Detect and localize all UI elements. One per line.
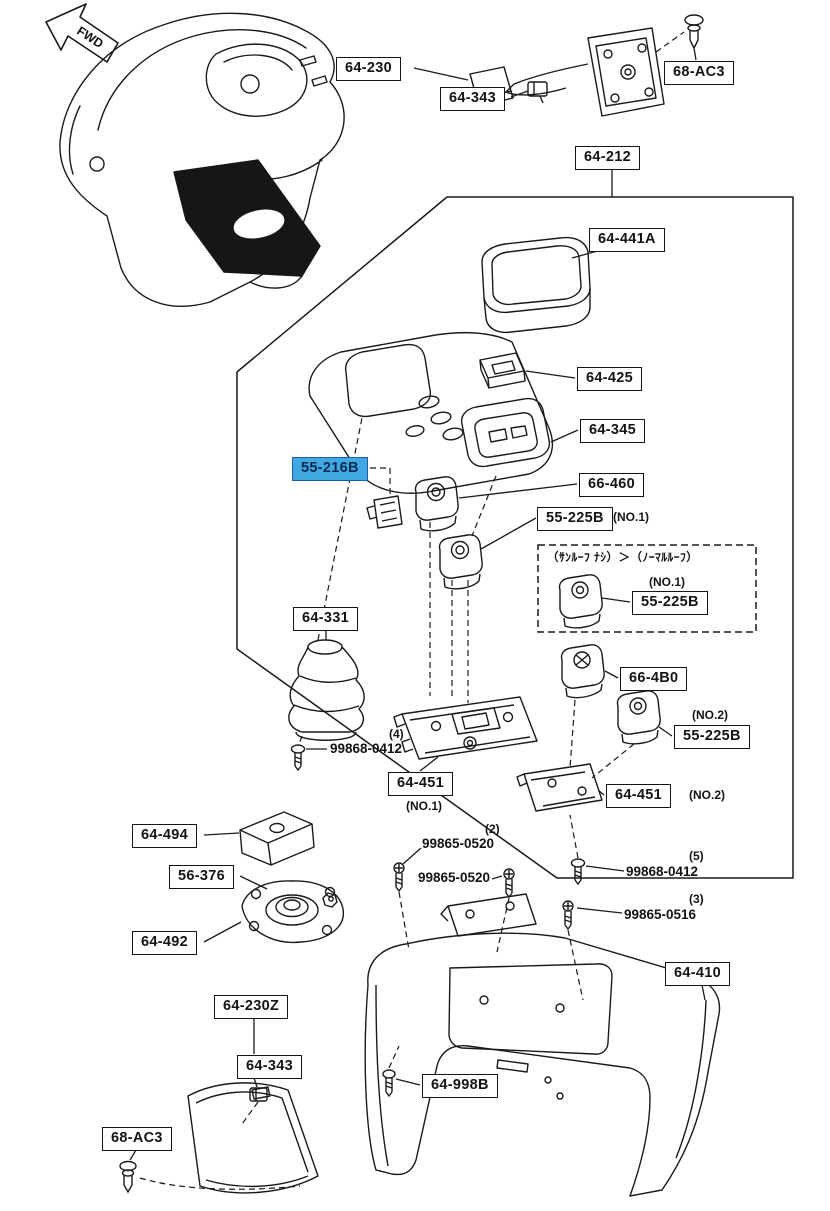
qty-marker-3: (3) [689, 892, 704, 906]
switch-55-225B-no1-art [438, 534, 483, 590]
part-label-68-AC3-top[interactable]: 68-AC3 [664, 61, 734, 85]
part-label-64-492[interactable]: 64-492 [132, 931, 197, 955]
roof-option-box [537, 544, 757, 633]
boot-plate-art [241, 880, 345, 944]
instrument-panel-art [59, 12, 345, 307]
no2-marker-a: (NO.2) [692, 708, 728, 722]
part-label-64-212[interactable]: 64-212 [575, 146, 640, 170]
part-label-64-451-no2[interactable]: 64-451 [606, 784, 671, 808]
part-label-64-230[interactable]: 64-230 [336, 57, 401, 81]
part-label-66-460[interactable]: 66-460 [579, 473, 644, 497]
shift-boot-art [288, 639, 365, 741]
hidden-lines [139, 31, 685, 1190]
part-label-56-376[interactable]: 56-376 [169, 865, 234, 889]
screw-64-998B-art [382, 1069, 396, 1098]
rear-cover-art [187, 1082, 319, 1194]
bracket-55-216B-art [366, 495, 403, 529]
switch-55-225B-option-art [558, 574, 603, 629]
switch-66-4B0-art [560, 644, 605, 699]
part-label-64-451-no1[interactable]: 64-451 [388, 772, 453, 796]
console-panel-art [308, 331, 554, 494]
part-text-99865-0520-b[interactable]: 99865-0520 [418, 870, 491, 885]
retainer-pin-top-art [684, 14, 704, 50]
part-text-99865-0520-a[interactable]: 99865-0520 [422, 836, 495, 851]
part-label-64-410[interactable]: 64-410 [665, 962, 730, 986]
part-label-64-343-top[interactable]: 64-343 [440, 87, 505, 111]
screw-99868-0412-left-art [290, 744, 306, 772]
qty-marker-5: (5) [689, 849, 704, 863]
leader-lines [129, 47, 706, 1161]
no1-marker-b: (NO.1) [649, 575, 685, 589]
part-label-64-494[interactable]: 64-494 [132, 824, 197, 848]
part-label-64-345[interactable]: 64-345 [580, 419, 645, 443]
part-label-68-AC3-bottom[interactable]: 68-AC3 [102, 1127, 172, 1151]
part-text-99865-0516[interactable]: 99865-0516 [624, 907, 697, 922]
switch-66-460-art [414, 476, 459, 532]
roof-option-note: （ｻﾝﾙｰﾌ ﾅｼ）＞（ﾉｰﾏﾙﾙｰﾌ） [547, 552, 699, 564]
part-label-64-230Z[interactable]: 64-230Z [214, 995, 289, 1019]
fwd-arrow: FWD [45, 3, 119, 63]
part-label-66-4B0[interactable]: 66-4B0 [620, 667, 688, 691]
clip-64-343-bottom-art [249, 1087, 268, 1102]
part-label-64-425[interactable]: 64-425 [577, 367, 642, 391]
part-label-64-331[interactable]: 64-331 [293, 607, 358, 631]
bracket-64-451-no2-art [516, 763, 603, 812]
wedge-pad-art [239, 811, 315, 866]
part-label-55-225B-no1[interactable]: 55-225B [537, 507, 613, 531]
part-label-55-225B-option[interactable]: 55-225B [632, 591, 708, 615]
bracket-64-451-no1-art [393, 696, 538, 760]
console-bracket-art [440, 893, 537, 937]
qty-marker-4: (4) [389, 727, 404, 741]
part-label-64-998B[interactable]: 64-998B [422, 1074, 498, 1098]
no1-marker-c: (NO.1) [406, 799, 442, 813]
part-label-64-343-bottom[interactable]: 64-343 [237, 1055, 302, 1079]
part-text-99868-0412-left[interactable]: 99868-0412 [330, 741, 403, 756]
switch-blank-art [479, 352, 526, 389]
group-boundary [236, 196, 794, 879]
retainer-pin-bottom-art [119, 1160, 137, 1194]
screw-99865-0516-art [562, 900, 574, 931]
screw-99865-0520-a-art [393, 862, 405, 893]
screw-99868-0412-right-art [570, 858, 586, 886]
part-label-55-216B-highlighted[interactable]: 55-216B [292, 457, 368, 481]
screw-99865-0520-b-art [503, 868, 515, 899]
clip-64-343-top-art [527, 81, 548, 104]
part-text-99868-0412-right[interactable]: 99868-0412 [626, 864, 699, 879]
no2-marker-b: (NO.2) [689, 788, 725, 802]
armrest-lid-art [481, 236, 591, 334]
part-label-55-225B-no2[interactable]: 55-225B [674, 725, 750, 749]
part-label-64-441A[interactable]: 64-441A [589, 228, 665, 252]
mounting-bracket-art [469, 27, 665, 117]
no1-marker-a: (NO.1) [613, 510, 649, 524]
switch-55-225B-no2-art [616, 690, 661, 745]
console-body-art [364, 932, 721, 1197]
qty-marker-2: (2) [485, 822, 500, 836]
